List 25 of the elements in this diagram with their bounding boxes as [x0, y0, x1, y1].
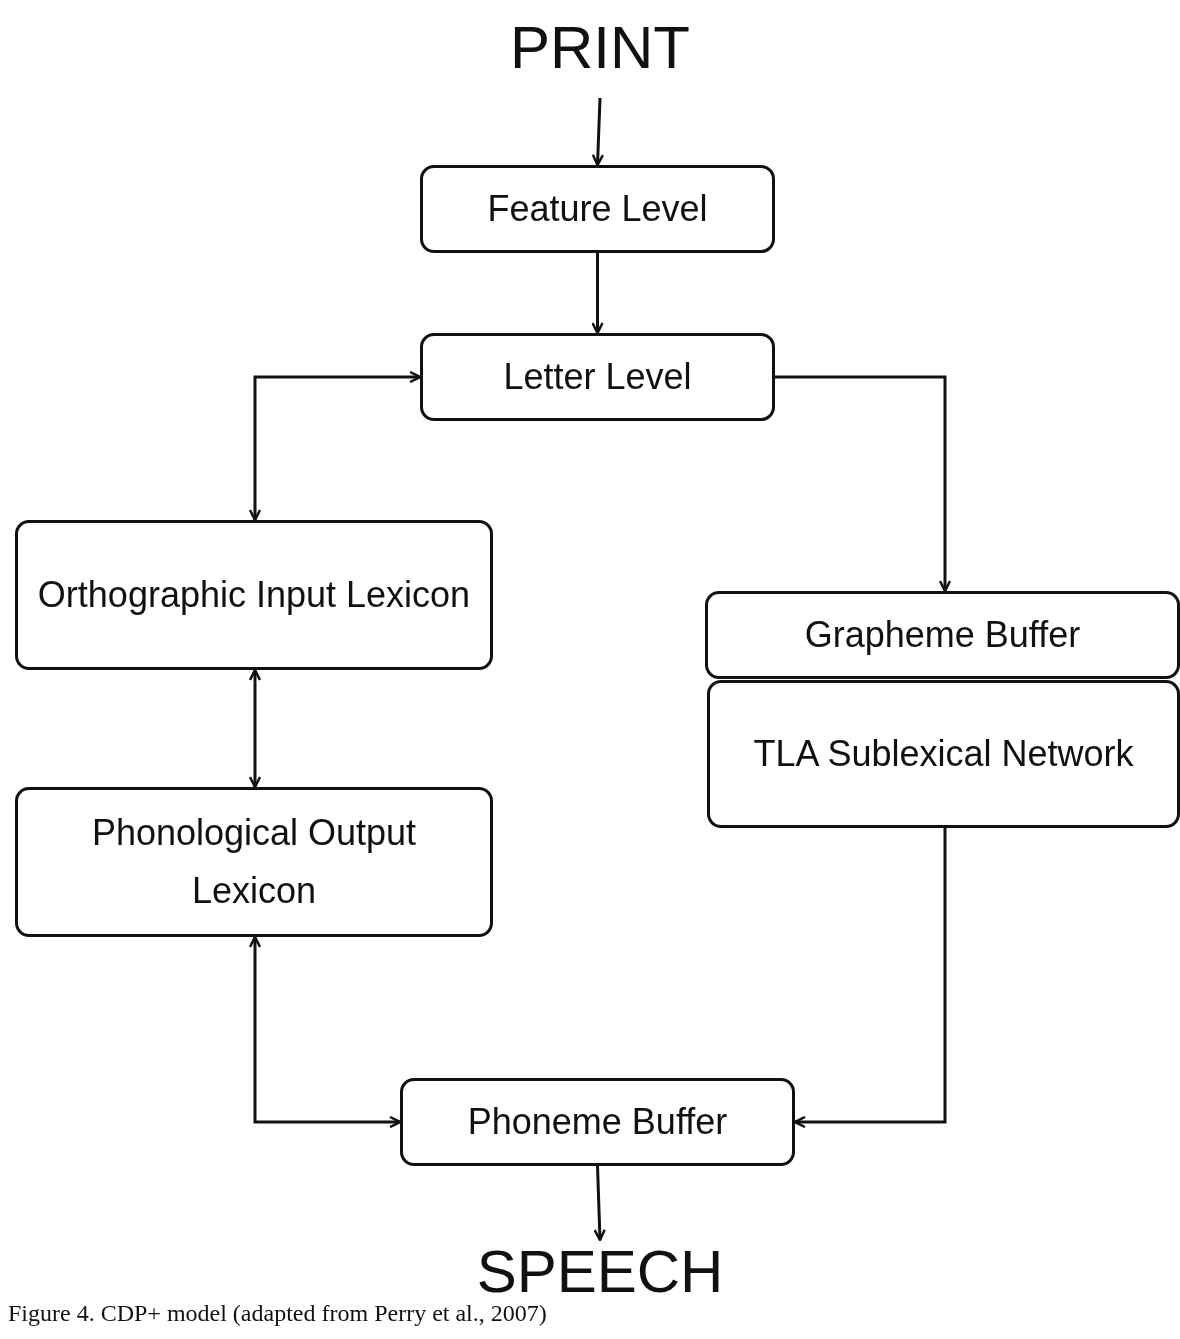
arrow [248, 668, 262, 789]
box-label: Orthographic Input Lexicon [37, 573, 471, 618]
box-label: Phoneme Buffer [467, 1100, 728, 1145]
figure-caption: Figure 4. CDP+ model (adapted from Perry et al., 2007) [8, 1300, 547, 1327]
box-label: Grapheme Buffer [804, 613, 1081, 658]
stage-label: PRINT [450, 5, 750, 90]
process-box [420, 165, 775, 253]
box-label: TLA Sublexical Network [753, 732, 1134, 777]
process-box [707, 680, 1180, 828]
box-label: Letter Level [503, 355, 692, 400]
process-box [705, 591, 1180, 679]
process-box [400, 1078, 795, 1166]
arrow [591, 253, 604, 335]
process-box [15, 520, 493, 670]
arrow [248, 935, 402, 1129]
process-box [420, 333, 775, 421]
box-label: Phonological Output Lexicon [90, 811, 418, 913]
arrow [793, 828, 947, 1129]
arrow [593, 1165, 606, 1242]
arrow [775, 375, 952, 593]
stage-label: SPEECH [450, 1240, 750, 1302]
arrow [248, 370, 422, 522]
process-box [15, 787, 493, 937]
box-label: Feature Level [487, 187, 708, 232]
arrow [591, 97, 605, 167]
